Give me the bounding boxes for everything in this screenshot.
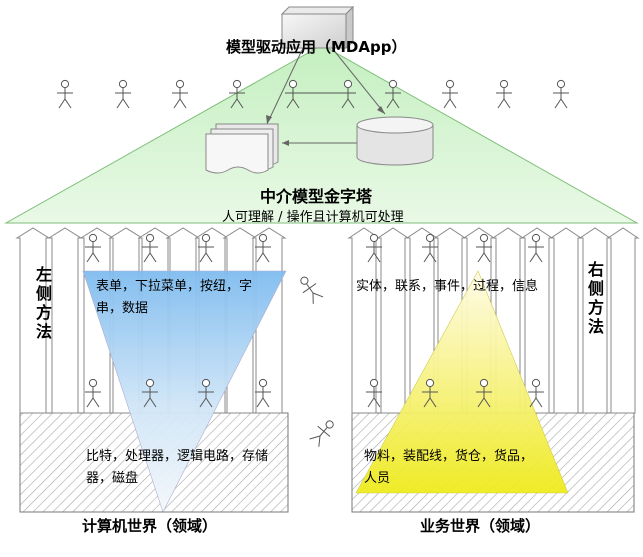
- upward-arrow-column: [47, 227, 83, 414]
- right-goods-items: 物料，装配线，货仓，货品，人员: [364, 449, 534, 486]
- pyramid-title: 中介模型金字塔: [260, 187, 373, 206]
- right-business-triangle: [355, 270, 569, 494]
- upward-arrow-column: [15, 227, 51, 414]
- tumbling-person-lower: [307, 416, 339, 449]
- tumbling-person-upper: [295, 272, 326, 306]
- left-ui-items: 表单，下拉菜单，按纽，字串，数据: [96, 279, 253, 316]
- pyramid-subtitle: 人可理解 / 操作且计算机可处理: [222, 210, 404, 225]
- upward-arrow-column: [578, 227, 612, 414]
- left-computer-triangle: [82, 270, 287, 513]
- upward-arrow-column: [376, 227, 410, 414]
- right-business-items: 实体，联系，事件，过程，信息: [356, 279, 539, 294]
- app-server-box: [280, 5, 355, 50]
- upward-arrow-column: [520, 227, 554, 414]
- documents-icon: [205, 123, 279, 174]
- app-title: 模型驱动应用（MDApp）: [226, 38, 407, 56]
- app-arrows: [266, 47, 386, 144]
- upward-arrow-column: [549, 227, 583, 414]
- arrowheads: [266, 106, 385, 146]
- right-method-label: 右侧方法: [587, 260, 604, 336]
- computer-world-label: 计算机世界（领域）: [82, 517, 218, 535]
- database-icon: [356, 116, 434, 166]
- left-method-label: 左侧方法: [35, 265, 52, 341]
- left-hardware-items: 比特，处理器，逻辑电路，存储器，磁盘: [86, 449, 269, 486]
- model-pyramid: [4, 44, 639, 224]
- business-world-label: 业务世界（领域）: [420, 517, 541, 535]
- upward-arrow-column: [606, 227, 640, 414]
